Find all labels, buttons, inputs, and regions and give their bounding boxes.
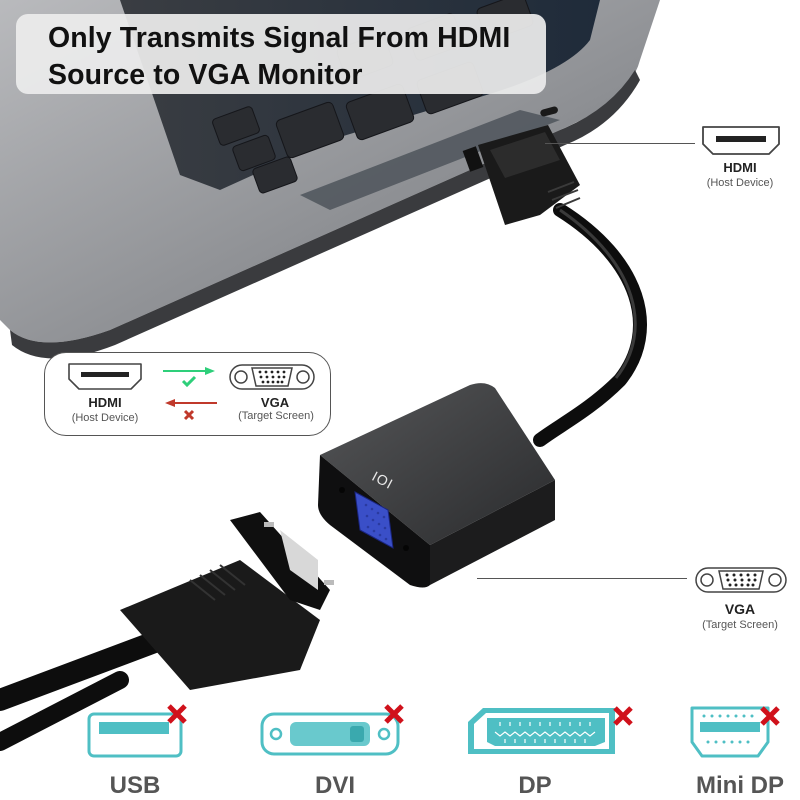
vga-port-icon	[695, 567, 787, 593]
source-title: HDMI	[88, 395, 122, 410]
displayport-icon	[468, 706, 633, 754]
dvi-port-icon	[260, 704, 404, 756]
unsupported-x-icon	[613, 706, 633, 726]
target-title: VGA	[260, 395, 290, 410]
source-subtitle: (Host Device)	[71, 412, 139, 424]
direction-arrows	[163, 367, 217, 421]
forward-arrow-icon	[205, 367, 215, 375]
hdmi-callout-subtitle: (Host Device)	[706, 177, 774, 189]
unsupported-x-icon	[167, 704, 187, 724]
headline-line1: Only Transmits Signal From HDMI	[48, 22, 511, 54]
mini-dp-label: Mini DP	[696, 772, 784, 799]
usb-label: USB	[109, 772, 161, 799]
vga-target-icon	[229, 364, 315, 390]
dp-label: DP	[518, 772, 552, 799]
check-icon	[181, 375, 197, 388]
reverse-arrow-icon	[165, 399, 175, 407]
unsupported-x-icon	[760, 706, 780, 726]
x-icon	[183, 409, 195, 421]
vga-callout-line	[477, 578, 687, 579]
vga-callout-subtitle: (Target Screen)	[702, 619, 778, 631]
mini-displayport-icon	[690, 706, 780, 758]
headline-line2: Source to VGA Monitor	[48, 59, 363, 91]
hdmi-source-icon	[68, 363, 142, 390]
hdmi-callout-line	[545, 143, 695, 144]
hdmi-port-icon	[702, 126, 780, 155]
hdmi-callout-title: HDMI	[723, 160, 757, 175]
target-subtitle: (Target Screen)	[238, 410, 314, 422]
unsupported-x-icon	[384, 704, 404, 724]
usb-port-icon	[87, 704, 187, 758]
vga-callout-title: VGA	[724, 601, 756, 617]
direction-info-box: HDMI (Host Device) VGA (Target Screen)	[44, 352, 331, 436]
headline-banner: Only Transmits Signal From HDMI Source t…	[16, 14, 546, 94]
dvi-label: DVI	[314, 772, 355, 799]
